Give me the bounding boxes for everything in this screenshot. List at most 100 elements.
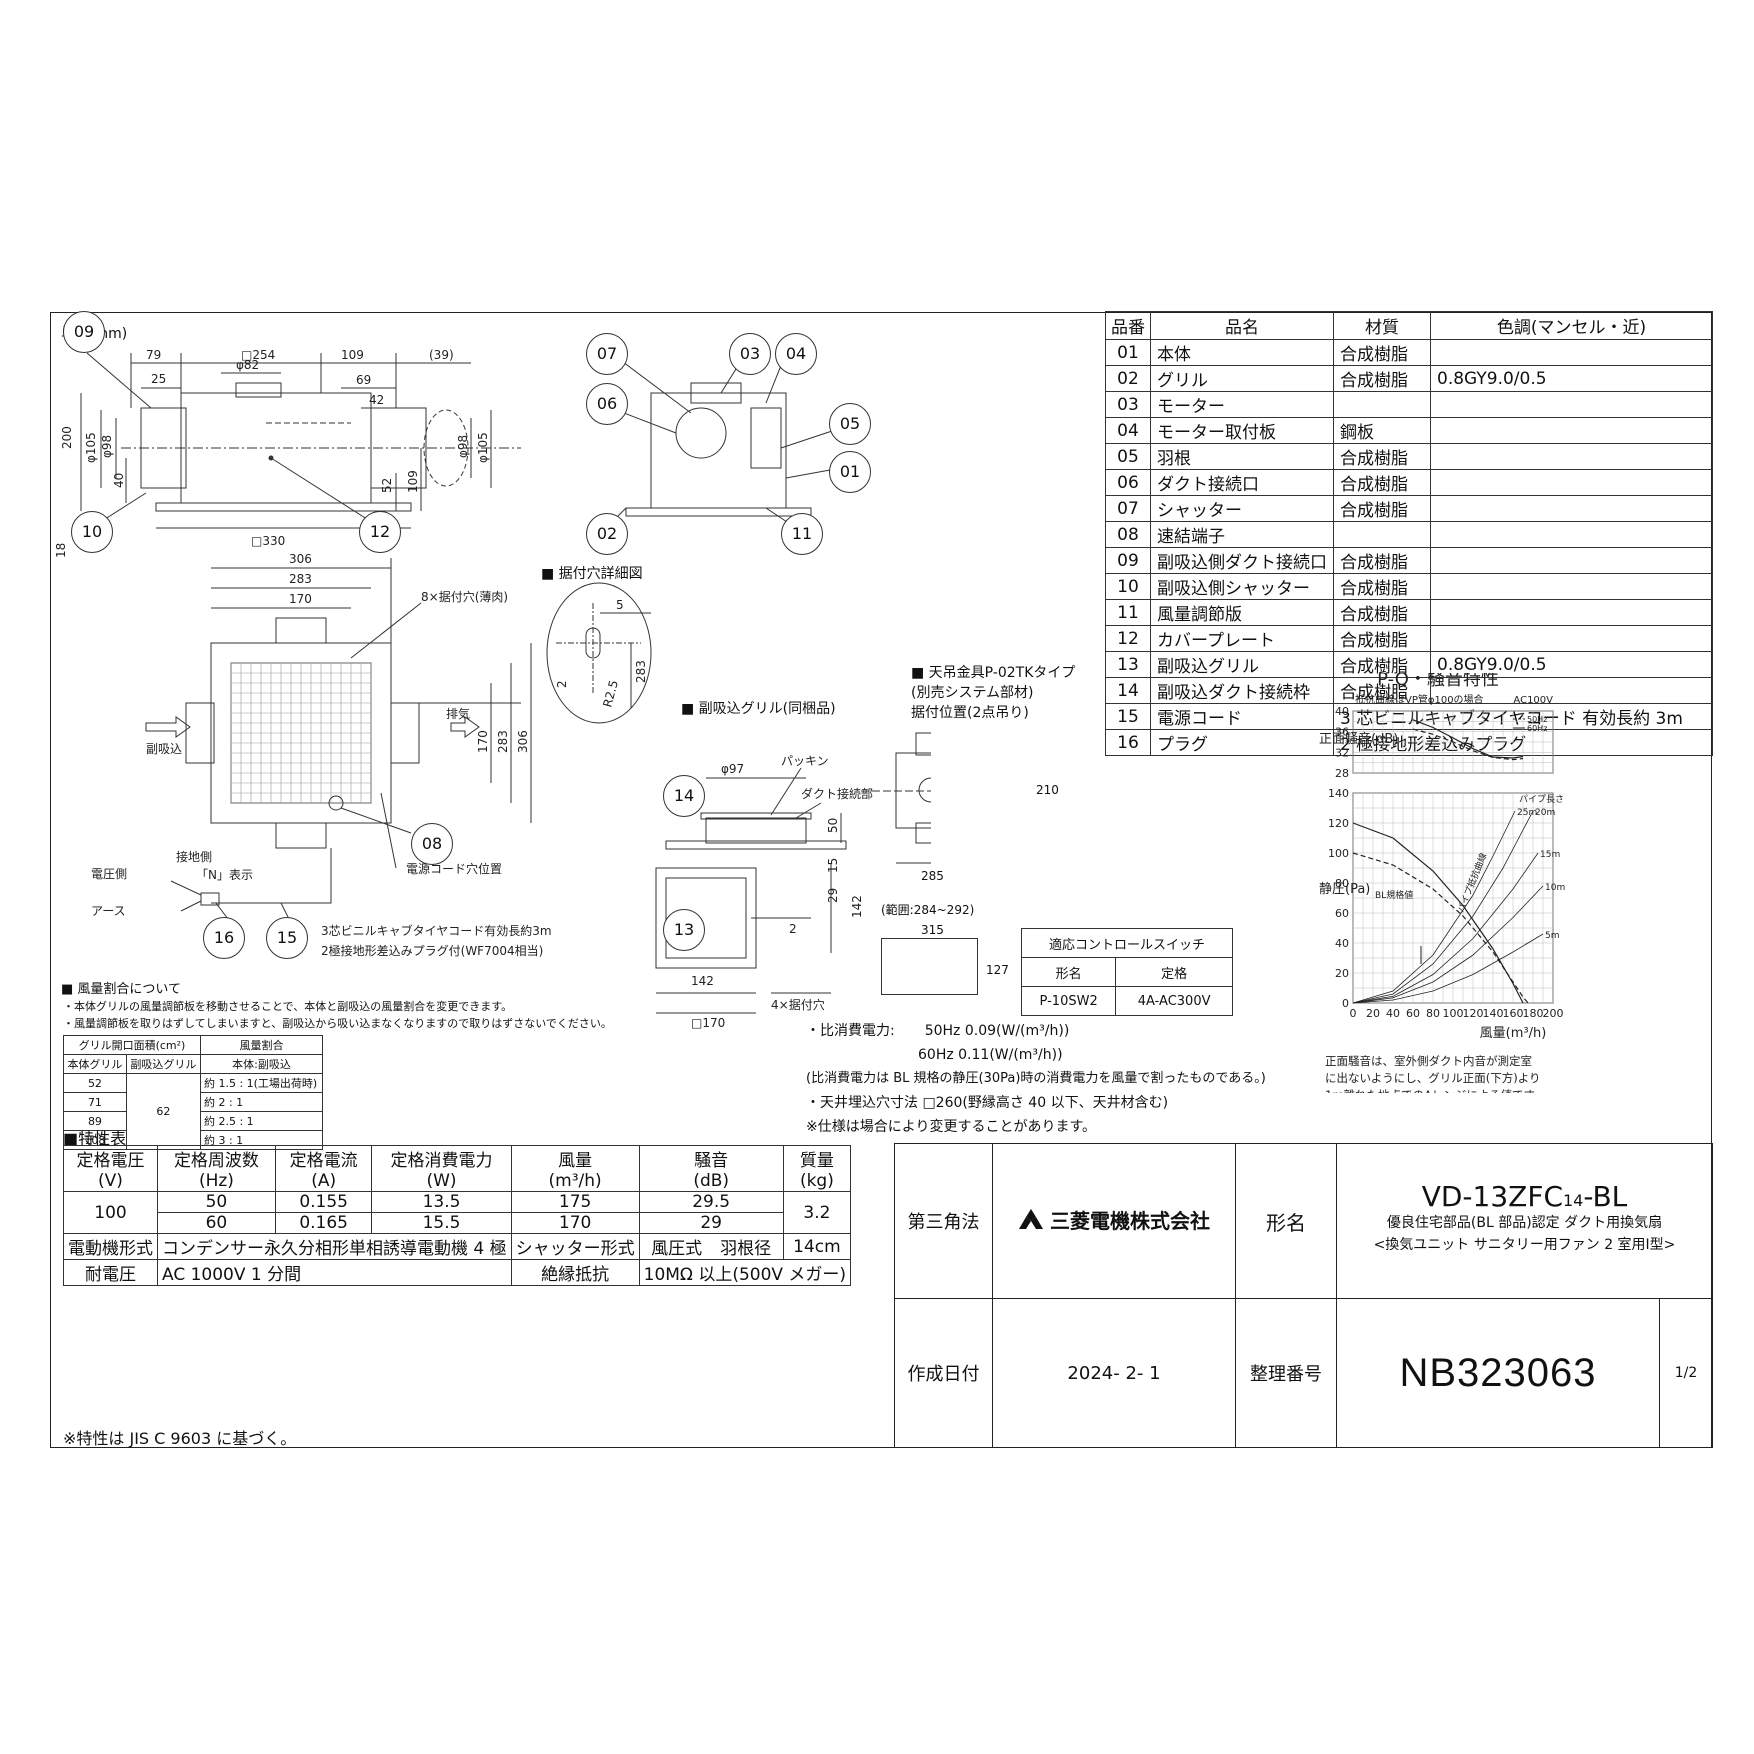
svg-text:306: 306: [516, 730, 530, 753]
svg-text:副吸込: 副吸込: [146, 742, 182, 756]
hanger-dim-285: 285: [921, 869, 944, 883]
pq-tick-label: 100: [1328, 847, 1349, 860]
svg-text:φ97: φ97: [721, 762, 744, 776]
callout-11: 11: [781, 513, 823, 555]
chart-footnote: に出ないようにし、グリル正面(下方)より: [1325, 1071, 1541, 1085]
sub-grill-title: ■ 副吸込グリル(同梱品): [681, 701, 836, 717]
svg-text:パッキン: パッキン: [781, 754, 829, 768]
svg-text:306: 306: [289, 552, 312, 566]
svg-text:15: 15: [826, 858, 840, 873]
svg-text:142: 142: [691, 974, 714, 988]
resistance-curve-20m: [1352, 810, 1534, 1004]
svg-text:φ105: φ105: [476, 432, 490, 463]
callout-12: 12: [359, 511, 401, 553]
svg-text:2: 2: [789, 922, 797, 936]
resistance-label-5m: 5m: [1545, 931, 1560, 941]
noise-tick-label: 40: [1335, 705, 1349, 718]
chart-note-top: 抵抗曲線はVP管φ100の場合: [1355, 693, 1484, 706]
svg-text:109: 109: [406, 470, 420, 493]
callout-07: 07: [586, 333, 628, 375]
callout-10: 10: [71, 511, 113, 553]
svg-text:5: 5: [616, 598, 624, 612]
mitsubishi-logo-icon: [1018, 1208, 1044, 1237]
pq-tick-label: 140: [1328, 787, 1349, 800]
control-switch-caption: 適応コントロールスイッチ: [1021, 928, 1233, 958]
drawing-sheet: 単位(mm): [50, 311, 1713, 1448]
svg-text:φ82: φ82: [236, 358, 259, 372]
noise-series-50Hz: [1412, 728, 1524, 761]
svg-text:283: 283: [496, 730, 510, 753]
drawing-number: NB323063: [1336, 1298, 1660, 1448]
spec-table: 定格電圧(V) 定格周波数(Hz) 定格電流(A) 定格消費電力(W) 風量(m…: [63, 1145, 852, 1286]
resistance-curve-10m: [1352, 885, 1544, 1004]
svg-text:3芯ビニルキャブタイヤコード有効長約3m: 3芯ビニルキャブタイヤコード有効長約3m: [321, 923, 552, 938]
x-tick-label: 180: [1523, 1007, 1544, 1020]
callout-06: 06: [586, 383, 628, 425]
hanger-dim-127: 127: [986, 963, 1009, 977]
svg-text:18: 18: [54, 543, 68, 558]
technical-drawings: 79 □254 109 (39) 25 φ82 69 42 200 φ105 φ…: [54, 348, 931, 1030]
x-tick-label: 20: [1366, 1007, 1380, 1020]
callout-15: 15: [266, 917, 308, 959]
legend-label: 50Hz: [1527, 715, 1547, 724]
resistance-curve-25m: [1352, 810, 1516, 1004]
hanger-side-view: [881, 938, 978, 995]
resistance-label-15m: 15m: [1540, 850, 1560, 860]
callout-02: 02: [586, 513, 628, 555]
chart-power: AC100V: [1513, 695, 1553, 706]
dim-109: 109: [341, 348, 364, 362]
callout-04: 04: [775, 333, 817, 375]
noise-tick-label: 32: [1335, 746, 1349, 759]
svg-text:52: 52: [380, 478, 394, 493]
x-tick-label: 0: [1350, 1007, 1357, 1020]
svg-text:電圧側: 電圧側: [91, 867, 127, 881]
svg-text:50: 50: [826, 818, 840, 833]
pipe-length-label: パイプ長さ: [1519, 794, 1564, 805]
svg-text:25: 25: [151, 372, 166, 386]
svg-text:R2.5: R2.5: [600, 679, 621, 709]
svg-text:200: 200: [60, 426, 74, 449]
pq-series-60Hz: [1352, 822, 1524, 1004]
svg-text:170: 170: [476, 730, 490, 753]
callout-03: 03: [729, 333, 771, 375]
svg-text:□170: □170: [691, 1016, 725, 1030]
pq-tick-label: 80: [1335, 877, 1349, 890]
hanger-dim-210: 210: [1036, 783, 1059, 797]
svg-text:283: 283: [289, 572, 312, 586]
callout-14: 14: [663, 775, 705, 817]
svg-text:42: 42: [369, 393, 384, 407]
svg-text:接地側: 接地側: [176, 849, 212, 864]
svg-text:□330: □330: [251, 534, 285, 548]
svg-text:40: 40: [112, 473, 126, 488]
pressure-ylabel: 静圧(Pa): [1319, 882, 1370, 897]
hanger-dim-315: 315: [921, 923, 944, 937]
resistance-label-10m: 10m: [1545, 883, 1565, 893]
ratio-title: ■ 風量割合について: [61, 982, 182, 997]
resistance-curve-5m: [1352, 933, 1544, 1004]
svg-text:2: 2: [555, 680, 569, 688]
pq-tick-label: 60: [1335, 907, 1349, 920]
pq-tick-label: 20: [1335, 967, 1349, 980]
company-cell: 三菱電機株式会社: [992, 1142, 1236, 1300]
legend-label: 60Hz: [1527, 724, 1547, 733]
svg-text:排気: 排気: [446, 706, 470, 721]
pq-tick-label: 120: [1328, 817, 1349, 830]
resistance-label-20m: 20m: [1535, 808, 1555, 818]
spec-note: ※特性は JIS C 9603 に基づく。: [63, 1429, 297, 1448]
noise-tick-label: 36: [1335, 726, 1349, 739]
x-tick-label: 40: [1386, 1007, 1400, 1020]
hanger-range: (範囲:284~292): [881, 903, 975, 917]
resistance-label-25m: 25m: [1517, 808, 1537, 818]
resistance-curve-15m: [1352, 852, 1539, 1004]
callout-01: 01: [829, 451, 871, 493]
